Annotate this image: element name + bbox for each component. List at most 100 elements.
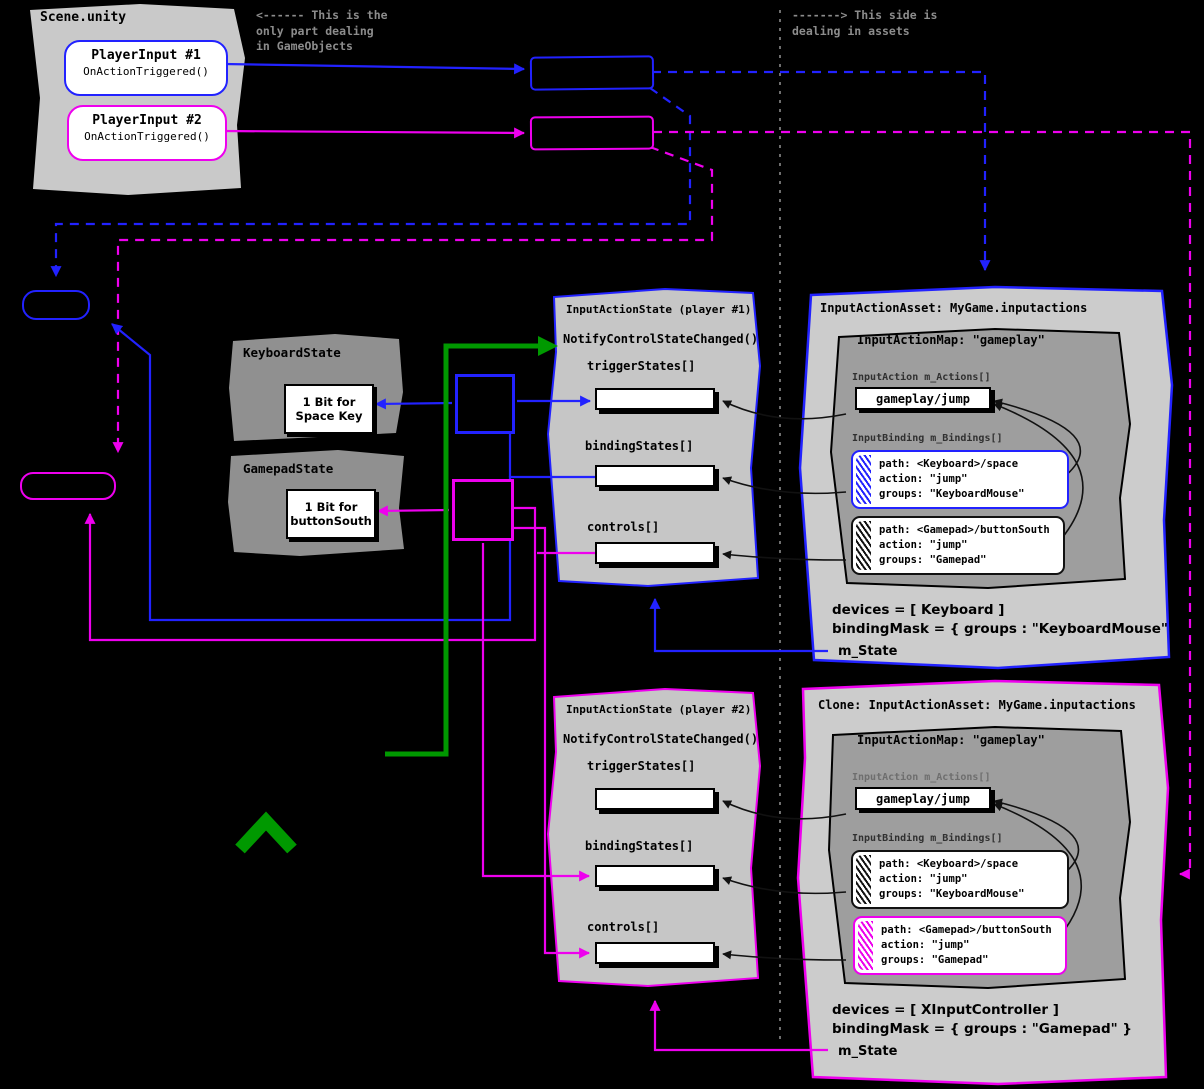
action-state-1-notify: NotifyControlStateChanged() <box>563 332 759 346</box>
binding-groups: groups: "KeyboardMouse" <box>879 488 1025 501</box>
binding-action: action: "jump" <box>879 473 968 486</box>
bindingstates-2-box <box>595 865 715 887</box>
m-state-2-label: m_State <box>838 1044 898 1059</box>
assets-note: -------> This side is dealing in assets <box>792 8 938 38</box>
asset-2-devices: devices = [ XInputController ] <box>832 1002 1059 1018</box>
action-state-1-triggerstates-label: triggerStates[] <box>587 359 696 373</box>
map-1-title: InputActionMap: "gameplay" <box>857 333 1045 347</box>
asset-1-binding-mask: bindingMask = { groups : "KeyboardMouse"… <box>832 621 1183 637</box>
action-state-2-controls-label: controls[] <box>587 920 660 934</box>
binding-hatch-icon <box>856 521 871 570</box>
gamepad-device-capsule <box>20 472 116 500</box>
map-2-title: InputActionMap: "gameplay" <box>857 733 1045 747</box>
curve-to-triggerstates1 <box>722 400 847 420</box>
binding-path: path: <Keyboard>/space <box>879 458 1019 470</box>
binding-keyboard-2: path: <Keyboard>/space action: "jump" gr… <box>851 850 1069 909</box>
magenta-dashed-arrow-to-capsule <box>112 145 714 454</box>
binding-action: action: "jump" <box>879 539 968 552</box>
gameobjects-note: <------ This is the only part dealing in… <box>256 8 388 54</box>
actions-2-label: InputAction m_Actions[] <box>852 772 991 783</box>
binding-path: path: <Gamepad>/buttonSouth <box>881 924 1052 936</box>
action-2-box: gameplay/jump <box>855 787 991 810</box>
binding-path: path: <Keyboard>/space <box>879 858 1019 870</box>
bindingstates-1-box <box>595 465 715 487</box>
curve-to-triggerstates2 <box>722 800 847 820</box>
binding-hatch-icon <box>856 855 871 904</box>
curve-to-controls2 <box>722 950 847 961</box>
player-input-1-name: PlayerInput #1 <box>91 48 201 63</box>
gamepad-bit-box: 1 Bit for buttonSouth <box>286 489 376 539</box>
keyboardstate-title: KeyboardState <box>243 345 341 360</box>
bindings-1-label: InputBinding m_Bindings[] <box>852 433 1003 444</box>
binding-gamepad-1: path: <Gamepad>/buttonSouth action: "jum… <box>851 516 1065 575</box>
action-state-2-title: InputActionState (player #2) <box>566 703 752 716</box>
binding-path: path: <Gamepad>/buttonSouth <box>879 524 1050 536</box>
arrow-square1-to-spacekey <box>374 398 453 410</box>
binding-hatch-icon <box>856 455 871 504</box>
curve-to-controls1 <box>722 550 847 561</box>
event-box-player1 <box>529 55 655 91</box>
controls-1-box <box>595 542 715 564</box>
curve-binding2a-to-action2 <box>993 798 1080 878</box>
action-state-1-bindingstates-label: bindingStates[] <box>585 439 694 453</box>
blue-loop-to-capsule <box>111 323 595 622</box>
binding-groups: groups: "Gamepad" <box>881 954 989 967</box>
m-state-2-line <box>649 999 828 1052</box>
green-notify-arrow <box>385 336 558 757</box>
curve-binding1b-to-action1 <box>993 402 1084 544</box>
action-1-box: gameplay/jump <box>855 387 991 410</box>
curve-binding2b-to-action2 <box>993 802 1082 944</box>
m-state-1-label: m_State <box>838 644 898 659</box>
binding-gamepad-2: path: <Gamepad>/buttonSouth action: "jum… <box>853 916 1067 975</box>
binding-hatch-icon <box>858 921 873 970</box>
line-square2-to-bindingstates2 <box>481 543 591 882</box>
action-state-2-blob <box>546 687 762 988</box>
curve-to-bindingstates1 <box>722 476 847 495</box>
line-square2-to-controls2 <box>514 526 591 959</box>
action-state-2-bindingstates-label: bindingStates[] <box>585 839 694 853</box>
magenta-loop-to-capsule <box>84 506 537 642</box>
action-state-1-title: InputActionState (player #1) <box>566 303 752 316</box>
asset-2-binding-mask: bindingMask = { groups : "Gamepad" } <box>832 1021 1132 1037</box>
player-input-2-name: PlayerInput #2 <box>92 113 202 128</box>
action-state-1-controls-label: controls[] <box>587 520 660 534</box>
binding-action: action: "jump" <box>881 939 970 952</box>
keyboard-device-capsule <box>22 290 90 320</box>
actions-1-label: InputAction m_Actions[] <box>852 372 991 383</box>
action-state-1-blob <box>546 287 762 588</box>
green-chevron-up-icon <box>235 811 297 854</box>
keyboard-memory-square <box>455 374 515 434</box>
action-state-2-notify: NotifyControlStateChanged() <box>563 732 759 746</box>
curve-to-bindingstates2 <box>722 876 847 895</box>
action-state-2-triggerstates-label: triggerStates[] <box>587 759 696 773</box>
binding-groups: groups: "Gamepad" <box>879 554 987 567</box>
curve-binding1a-to-action1 <box>993 398 1082 478</box>
binding-action: action: "jump" <box>879 873 968 886</box>
player-input-2-method: OnActionTriggered() <box>84 130 210 143</box>
asset-1-title: InputActionAsset: MyGame.inputactions <box>820 301 1088 315</box>
keyboard-bit-box: 1 Bit for Space Key <box>284 384 374 434</box>
triggerstates-2-box <box>595 788 715 810</box>
magenta-dashed-arrow-to-clone-asset <box>653 130 1192 880</box>
m-state-1-line <box>649 597 828 653</box>
blue-dashed-arrow-to-asset <box>652 70 991 272</box>
blue-dashed-arrow-to-capsule <box>50 87 692 278</box>
triggerstates-1-box <box>595 388 715 410</box>
arrow-square2-to-buttonsouth <box>376 505 450 517</box>
gamepad-memory-square <box>452 479 514 541</box>
controls-2-box <box>595 942 715 964</box>
player-input-1-method: OnActionTriggered() <box>83 65 209 78</box>
arrow-playerinput2-to-event <box>221 127 526 139</box>
player-input-2: PlayerInput #2 OnActionTriggered() <box>67 105 227 161</box>
player-input-1: PlayerInput #1 OnActionTriggered() <box>64 40 228 96</box>
binding-keyboard-1: path: <Keyboard>/space action: "jump" gr… <box>851 450 1069 509</box>
asset-2-title: Clone: InputActionAsset: MyGame.inputact… <box>818 698 1136 712</box>
scene-blob <box>30 4 245 195</box>
bindings-2-label: InputBinding m_Bindings[] <box>852 833 1003 844</box>
binding-groups: groups: "KeyboardMouse" <box>879 888 1025 901</box>
event-box-player2 <box>529 115 655 151</box>
scene-title: Scene.unity <box>40 10 127 25</box>
asset-1-devices: devices = [ Keyboard ] <box>832 602 1005 618</box>
